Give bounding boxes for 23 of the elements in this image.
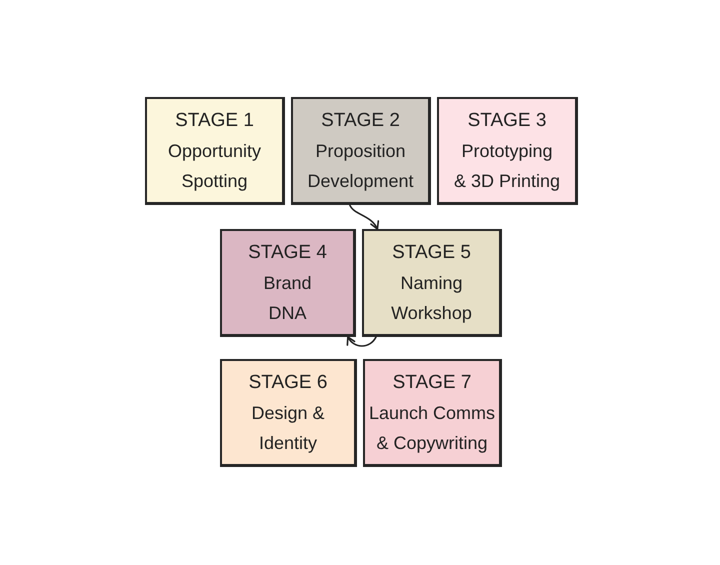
stage-title: Naming Workshop xyxy=(390,272,473,325)
stage-box xyxy=(145,97,285,205)
curved-arrow xyxy=(347,336,377,347)
stage-heading: STAGE 5 xyxy=(392,240,471,264)
stage-title: Prototyping & 3D Printing xyxy=(454,140,560,193)
stage-box xyxy=(437,97,578,205)
stage-heading: STAGE 6 xyxy=(248,370,328,394)
stage-box xyxy=(362,229,502,337)
stage-title: Launch Comms & Copywriting xyxy=(368,402,496,455)
stage-box xyxy=(220,359,357,467)
stage-heading: STAGE 3 xyxy=(468,108,546,132)
stage-box xyxy=(220,229,356,337)
stage-box xyxy=(291,97,431,205)
stage-title: Brand DNA xyxy=(262,272,313,324)
stage-title: Proposition Development xyxy=(306,140,415,193)
curved-arrow xyxy=(349,204,378,230)
stage-heading: STAGE 7 xyxy=(392,370,472,394)
stage-heading: STAGE 4 xyxy=(248,240,327,264)
stage-heading: STAGE 1 xyxy=(175,108,254,132)
stage-heading: STAGE 2 xyxy=(321,108,400,132)
stage-title: Opportunity Spotting xyxy=(166,140,262,193)
stage-box xyxy=(363,359,502,467)
stage-title: Design & Identity xyxy=(250,402,326,455)
